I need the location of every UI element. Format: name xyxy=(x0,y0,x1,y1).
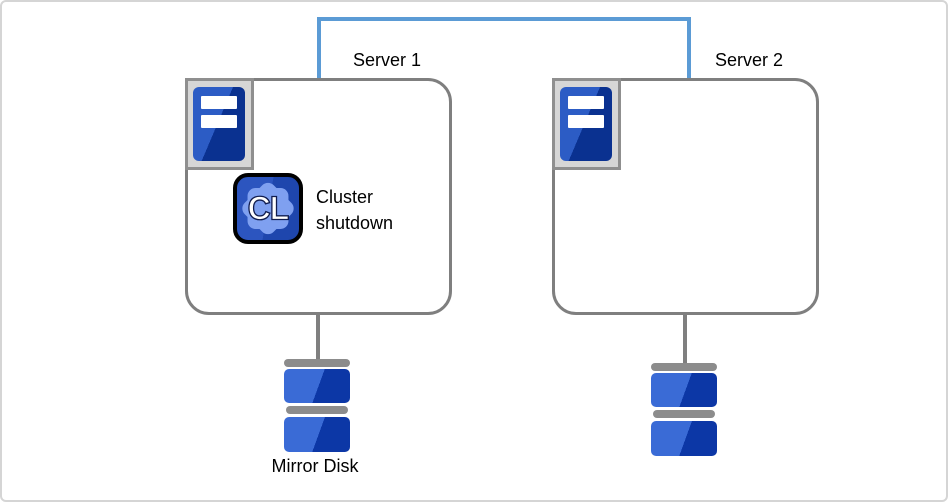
gear-icon xyxy=(242,182,294,235)
tower-slot xyxy=(201,115,237,128)
disk-platter xyxy=(651,373,717,407)
mirror-disk-label: Mirror Disk xyxy=(271,456,359,476)
disk-separator xyxy=(286,406,348,414)
interconnect-drop-server2 xyxy=(687,17,691,80)
disk-separator xyxy=(653,410,715,418)
disk-cap xyxy=(284,359,350,367)
cluster-badge-text: CL xyxy=(247,188,290,227)
server2-label: Server 2 xyxy=(714,50,784,70)
tower-slot xyxy=(568,96,604,109)
cluster-shutdown-icon: CL xyxy=(233,173,303,244)
tower-slot xyxy=(201,96,237,109)
disk-connector-server2 xyxy=(683,313,687,364)
disk-platter xyxy=(651,421,717,456)
server1-label: Server 1 xyxy=(352,50,422,70)
disk-platter xyxy=(284,417,350,452)
cluster-shutdown-label: Cluster shutdown xyxy=(316,187,394,233)
mirror-disk-icon xyxy=(284,359,350,452)
interconnect-drop-server1 xyxy=(317,17,321,80)
interconnect-line xyxy=(317,17,691,21)
server-tower-icon xyxy=(552,78,621,170)
server-tower-body xyxy=(560,87,612,161)
mirror-disk-icon xyxy=(651,363,717,456)
disk-cap xyxy=(651,363,717,371)
server-tower-body xyxy=(193,87,245,161)
disk-platter xyxy=(284,369,350,403)
tower-slot xyxy=(568,115,604,128)
server-tower-icon xyxy=(185,78,254,170)
disk-connector-server1 xyxy=(316,313,320,360)
